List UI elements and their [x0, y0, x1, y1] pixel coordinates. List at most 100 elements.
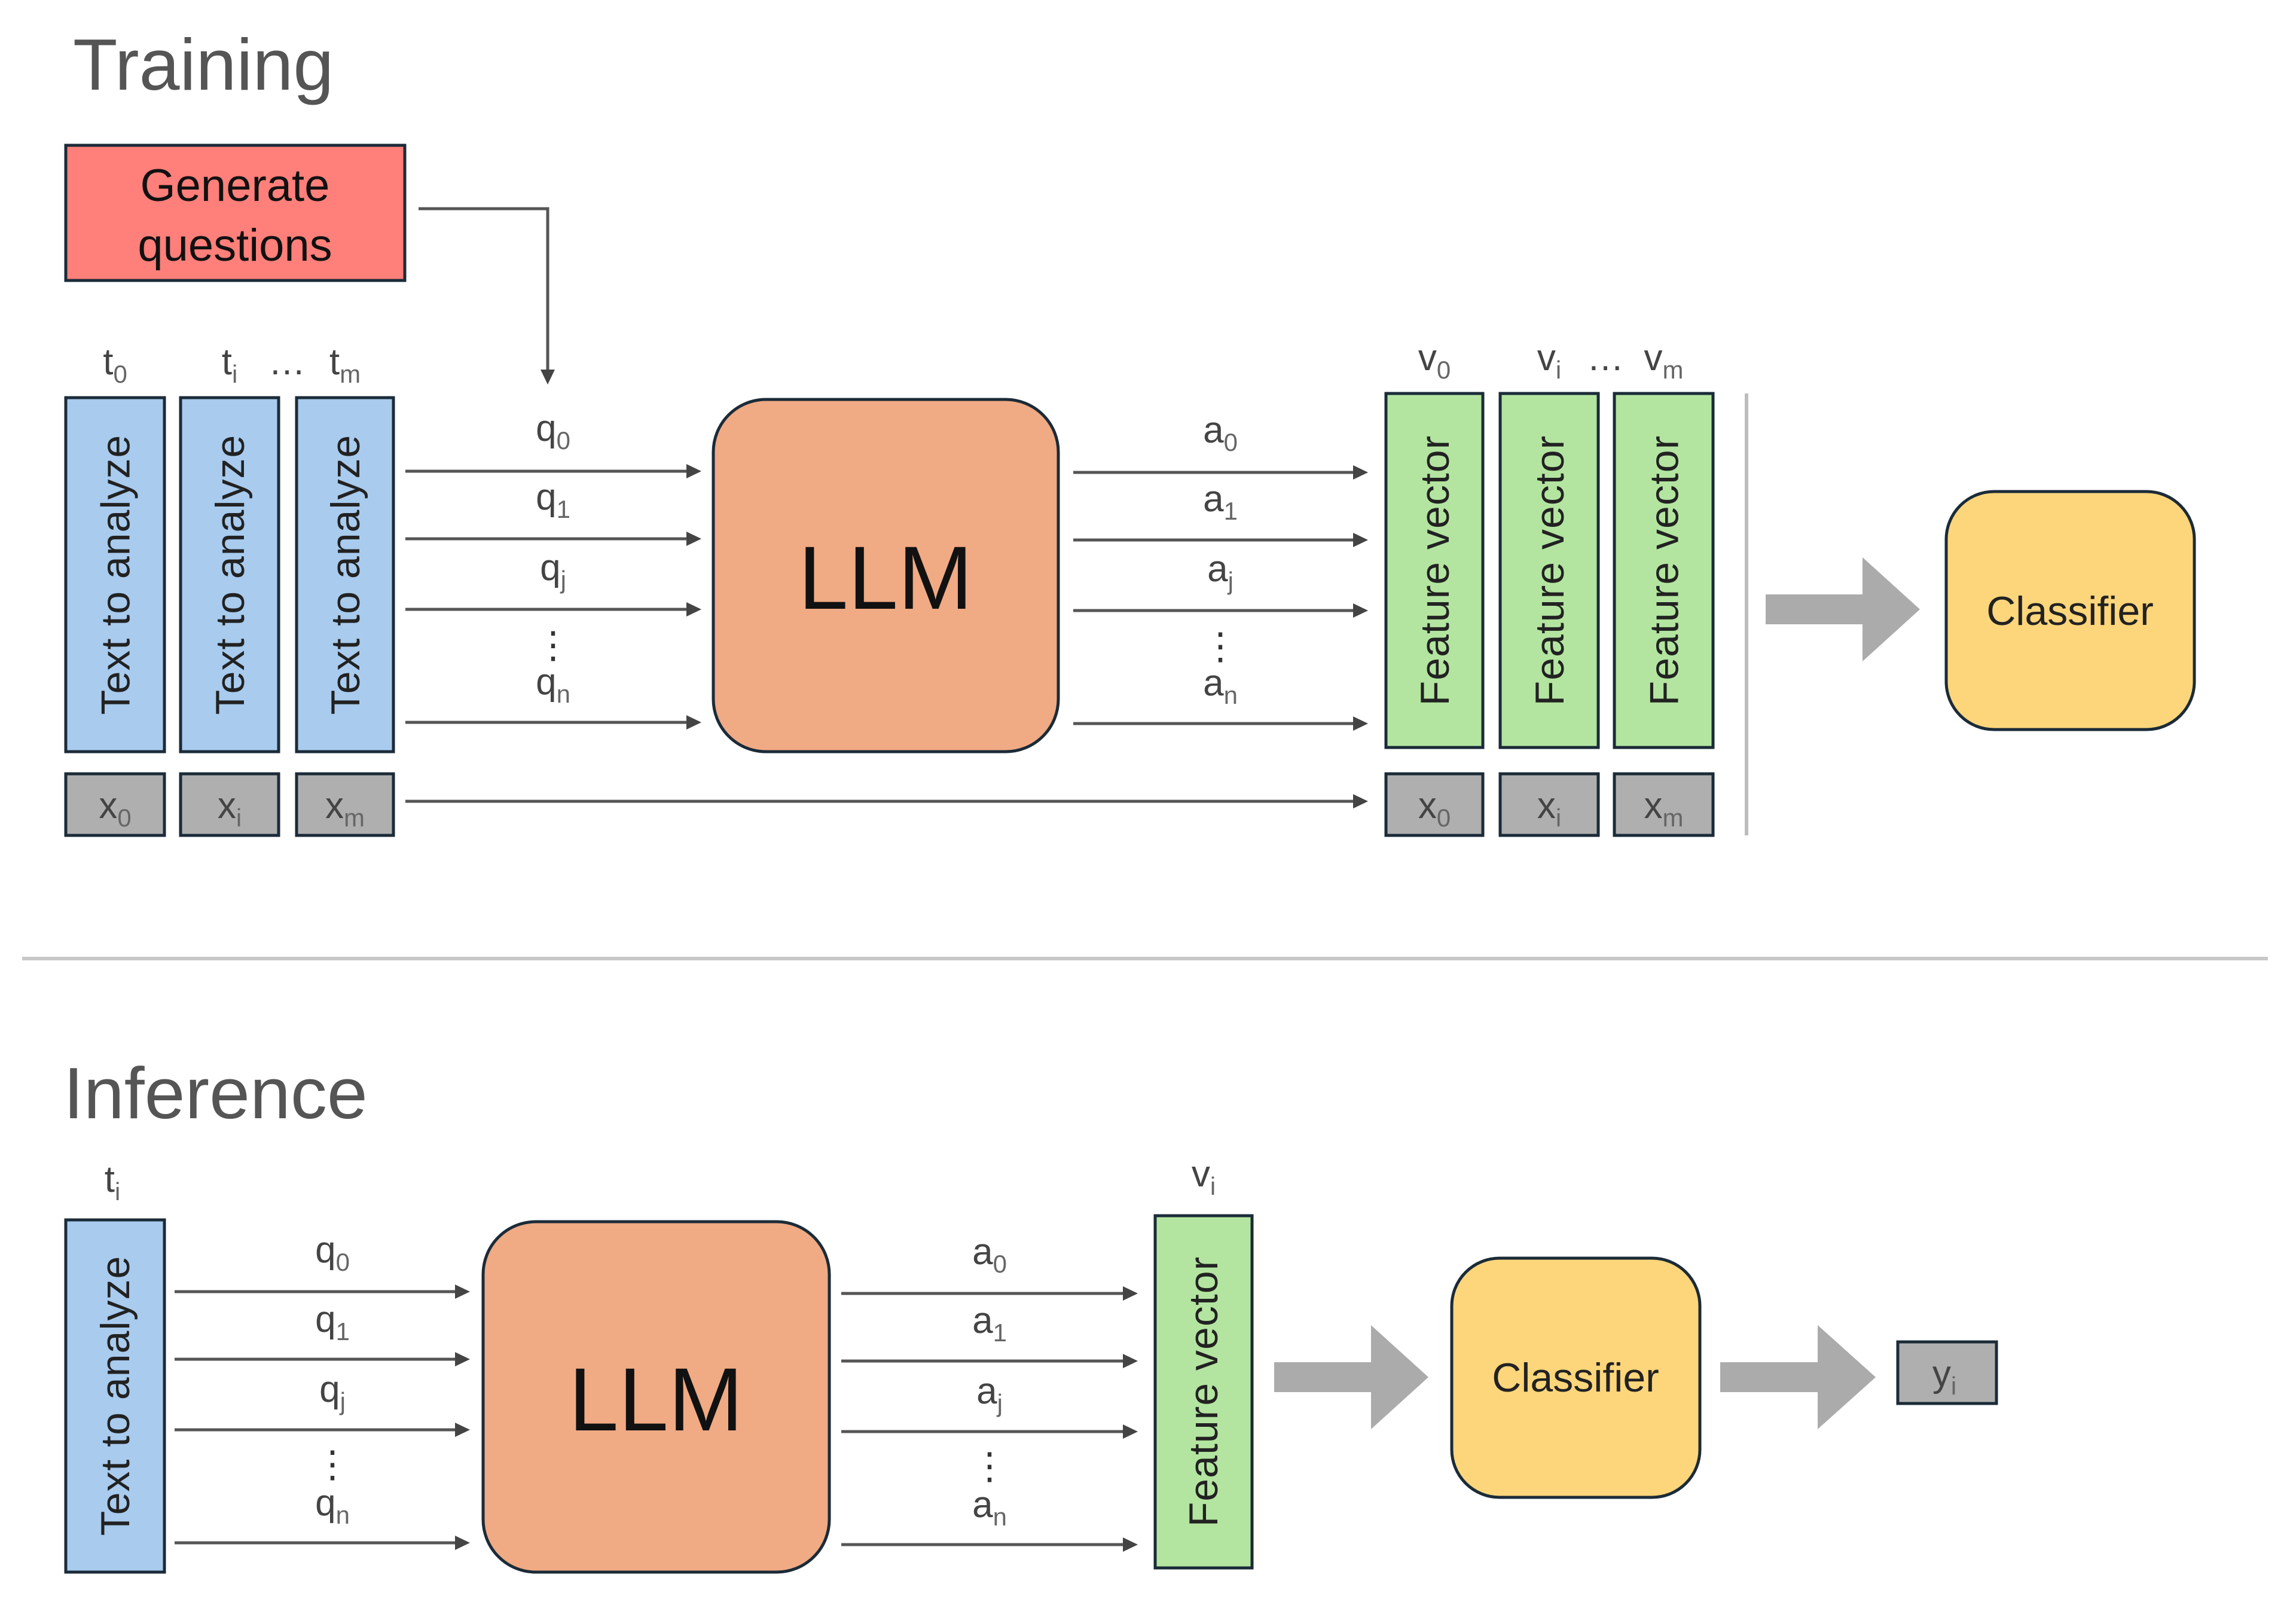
training-question-arrow	[405, 602, 701, 617]
inference-classifier-box: Classifier	[1450, 1256, 1702, 1499]
training-id-label: xi	[218, 785, 242, 832]
training-llm-label: LLM	[798, 527, 973, 628]
inference-question-arrow-arrowhead	[455, 1284, 470, 1299]
training-text-label: Text to analyze	[207, 435, 253, 715]
inference-question-arrow	[175, 1284, 470, 1299]
training-answer-arrow-arrowhead	[1353, 603, 1368, 618]
inference-feature-label: Feature vector	[1181, 1256, 1226, 1527]
training-big-arrow-icon	[1766, 557, 1920, 661]
training-answer-arrow-arrowhead	[1353, 716, 1368, 731]
training-text-label: Text to analyze	[323, 435, 368, 715]
training-feature-symbol: vi	[1537, 337, 1561, 384]
training-answer-label: a1	[1203, 478, 1238, 525]
training-feature-label: Feature vector	[1642, 435, 1687, 706]
training-answer-arrow	[1073, 716, 1368, 731]
training-text-symbol: t0	[103, 341, 127, 388]
training-id-label: xm	[325, 785, 365, 832]
training-id-box	[179, 772, 280, 837]
training-feature-symbol: vm	[1644, 337, 1684, 384]
inference-llm-box: LLM	[481, 1220, 831, 1574]
training-feature-id-label: x0	[1418, 785, 1451, 832]
inference-answer-arrow	[841, 1537, 1138, 1552]
training-question-arrow	[405, 464, 701, 478]
inference-big-arrow-1-icon	[1274, 1325, 1428, 1429]
inference-question-arrow	[175, 1536, 470, 1550]
training-question-arrows: q0 q1 qj qn	[405, 408, 701, 730]
training-classifier-label: Classifier	[1986, 588, 2154, 634]
inference-text-box	[64, 1218, 166, 1574]
generate-questions-line1: Generate	[141, 160, 330, 211]
inference-question-arrow	[175, 1423, 470, 1437]
inference-text-column: ti Text to analyze	[64, 1159, 166, 1574]
inference-answer-arrow-arrowhead	[1123, 1537, 1138, 1552]
training-question-label: qn	[536, 661, 570, 708]
training-text-box	[179, 396, 280, 753]
training-answer-arrow	[1073, 465, 1368, 480]
training-question-arrow-arrowhead	[686, 532, 701, 546]
training-question-label: q0	[536, 408, 570, 454]
inference-answer-label: a0	[972, 1231, 1007, 1278]
inference-question-arrow-arrowhead	[455, 1352, 470, 1366]
inference-answer-arrow	[841, 1424, 1138, 1439]
training-feature-id-box	[1498, 772, 1600, 837]
inference-feature-box	[1153, 1214, 1254, 1570]
training-feature-box	[1613, 392, 1715, 749]
inference-question-label: qj	[319, 1369, 346, 1415]
training-question-arrow-arrowhead	[686, 715, 701, 730]
inference-question-label: q0	[315, 1229, 350, 1276]
inference-classifier-rect	[1450, 1256, 1702, 1499]
training-question-arrow	[405, 715, 701, 730]
training-question-arrow-arrowhead	[686, 464, 701, 478]
training-feature-symbol: v0	[1418, 337, 1451, 384]
inference-answer-arrow	[841, 1286, 1138, 1301]
training-answer-arrow-arrowhead	[1353, 533, 1368, 547]
training-id-box	[295, 772, 395, 837]
training-classifier-rect	[1944, 490, 2196, 731]
inference-text-label: Text to analyze	[93, 1256, 138, 1536]
generate-questions-box: Generate questions	[64, 144, 407, 282]
inference-question-arrow-arrowhead	[455, 1423, 470, 1437]
inference-answer-arrow-arrowhead	[1123, 1424, 1138, 1439]
inference-answer-arrow-arrowhead	[1123, 1354, 1138, 1368]
inference-question-label: qn	[315, 1482, 350, 1529]
training-question-label: qj	[540, 547, 566, 594]
training-llm-box: LLM	[712, 398, 1060, 753]
inference-answer-label: aj	[976, 1371, 1003, 1417]
inference-answer-arrow	[841, 1354, 1138, 1368]
training-answer-arrow	[1073, 533, 1368, 547]
inference-title: Inference	[63, 1052, 368, 1134]
inference-answer-label: a1	[972, 1300, 1007, 1347]
training-feature-box	[1498, 392, 1600, 749]
training-text-box	[295, 396, 395, 753]
generate-questions-line2: questions	[138, 220, 332, 271]
inference-feature-column: vi Feature vector	[1153, 1154, 1254, 1570]
inference-llm-label: LLM	[569, 1349, 743, 1450]
training-question-label: q1	[536, 477, 570, 523]
training-question-ellipsis: ⋮	[535, 625, 572, 666]
inference-output-rect	[1896, 1340, 1998, 1405]
inference-text-symbol: ti	[105, 1159, 121, 1206]
training-text-box	[64, 396, 166, 753]
training-answer-label: an	[1203, 663, 1238, 709]
training-feature-id-label: xm	[1644, 785, 1684, 832]
training-answer-arrow	[1073, 603, 1368, 618]
inference-output-box: yi	[1896, 1340, 1998, 1405]
training-feature-label: Feature vector	[1412, 435, 1458, 706]
inference-big-arrow-2-icon	[1720, 1325, 1876, 1429]
inference-answer-arrow-arrowhead	[1123, 1286, 1138, 1301]
training-llm-rect	[712, 398, 1060, 753]
training-answer-label: aj	[1207, 548, 1234, 595]
inference-output-label: yi	[1932, 1353, 1956, 1400]
training-feature-ellipsis: …	[1587, 337, 1624, 379]
